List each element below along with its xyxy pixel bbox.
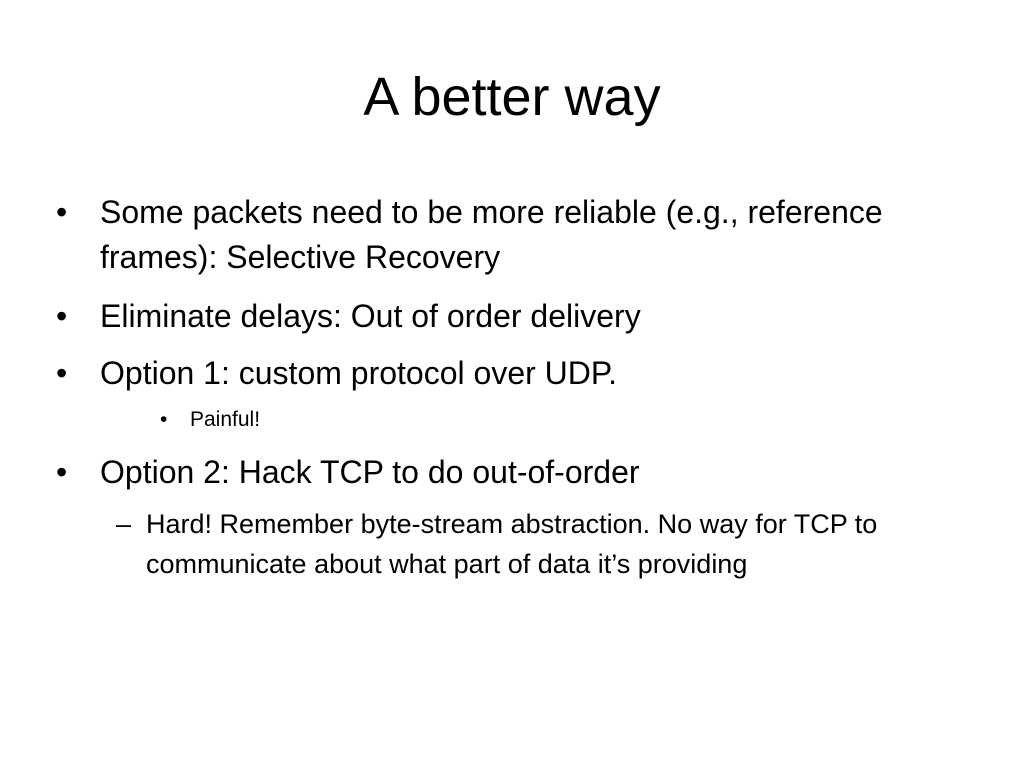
bullet-text: Option 1: custom protocol over UDP. [100, 355, 617, 391]
slide-title: A better way [363, 67, 661, 127]
dash-icon: – [116, 509, 132, 539]
bullet-icon: • [56, 298, 68, 334]
bullet-text: Eliminate delays: Out of order delivery [100, 298, 641, 334]
sub-bullet-text: Painful! [190, 408, 261, 431]
dash-item: – Hard! Remember byte-stream abstraction… [116, 504, 936, 584]
sub-bullet-item: • Painful! [160, 406, 560, 434]
bullet-item: • Option 1: custom protocol over UDP. [56, 351, 956, 396]
dash-text: Hard! Remember byte-stream abstraction. … [146, 509, 878, 579]
bullet-icon: • [160, 408, 168, 431]
bullet-item: • Some packets need to be more reliable … [56, 190, 956, 280]
bullet-icon: • [56, 454, 68, 490]
bullet-icon: • [56, 194, 68, 230]
bullet-item: • Eliminate delays: Out of order deliver… [56, 294, 956, 339]
bullet-text: Option 2: Hack TCP to do out-of-order [100, 454, 640, 490]
bullet-icon: • [56, 355, 68, 391]
bullet-text: Some packets need to be more reliable (e… [100, 194, 883, 275]
bullet-item: • Option 2: Hack TCP to do out-of-order [56, 450, 956, 495]
